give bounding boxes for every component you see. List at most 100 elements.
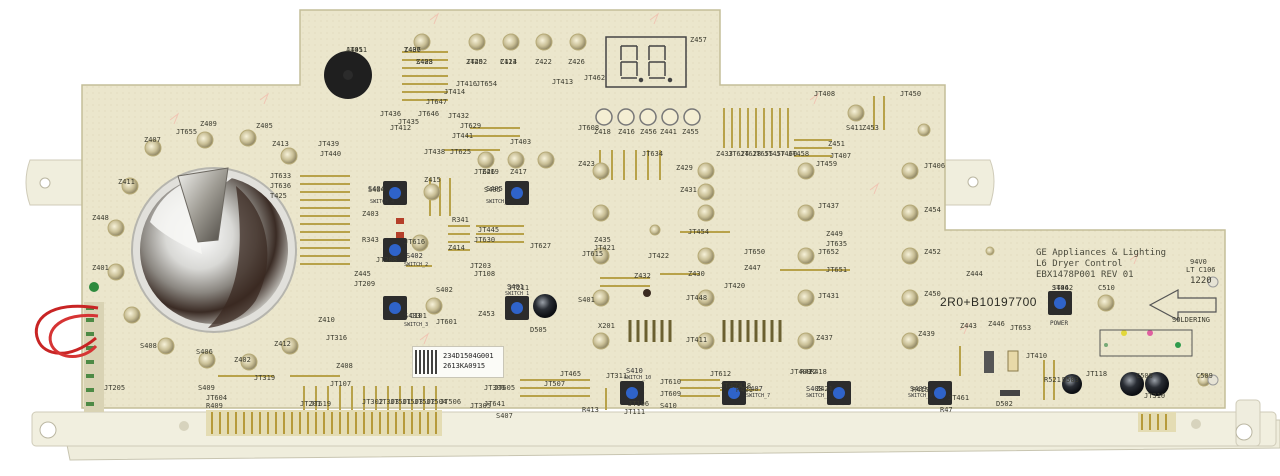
knob-pointer-flap (177, 167, 229, 243)
button-cap-s408[interactable] (833, 387, 845, 399)
refdes-jt118: JT118 (1086, 370, 1108, 378)
sticker-line-1: 234D1504G001 (443, 352, 494, 360)
refdes-z449: Z449 (826, 230, 843, 238)
refdes-jt504: JT504 (426, 398, 448, 406)
refdes-jt652: JT652 (818, 248, 840, 256)
refdes-jt462: JT462 (584, 74, 606, 82)
refdes-r521: R521 (1044, 376, 1061, 384)
refdes-z418: Z418 (594, 128, 611, 136)
button-ref-s404: S404 (368, 185, 385, 193)
button-label-s404: SWITCH_4 (370, 199, 395, 205)
refdes-jt412: JT412 (390, 124, 412, 132)
date-code: 1220 (1190, 276, 1212, 286)
refdes-z439: Z439 (918, 330, 935, 338)
refdes-t425: T425 (270, 192, 287, 200)
refdes-r341: R341 (452, 216, 469, 224)
button-label-s410: SWITCH_10 (624, 375, 652, 381)
led-row (595, 108, 701, 126)
diode (984, 351, 994, 373)
refdes-c509: C509 (1196, 372, 1213, 380)
button-cap-s407[interactable] (728, 387, 740, 399)
refdes-s401: S401 (578, 296, 595, 304)
button-cap-s405[interactable] (511, 187, 523, 199)
refdes-z410: Z410 (318, 316, 335, 324)
button-cap-s409[interactable] (934, 387, 946, 399)
refdes-jt629: JT629 (460, 122, 482, 130)
refdes-jt609: JT609 (660, 390, 682, 398)
button-label-s407: SWITCH_7 (746, 393, 771, 399)
refdes-s404: S404 (368, 186, 385, 194)
button-label-s408: SWITCH_8 (806, 393, 831, 399)
refdes-jt208: JT208 (376, 256, 398, 264)
refdes-r415: R415 (912, 386, 929, 394)
refdes-jt445: JT445 (478, 226, 500, 234)
refdes-jt440: JT440 (320, 150, 342, 158)
ul-sub: LT C106 (1186, 266, 1216, 274)
refdes-jt407: JT407 (830, 152, 852, 160)
refdes-z435: Z435 (594, 236, 611, 244)
refdes-z448: Z448 (92, 214, 109, 222)
refdes-z424: Z424 (500, 58, 517, 66)
refdes-z408: Z408 (336, 362, 353, 370)
refdes-jt107: JT107 (330, 380, 352, 388)
refdes-jt460: JT460 (776, 150, 798, 158)
button-cap-s402[interactable] (389, 244, 401, 256)
refdes-jt502: JT502 (414, 398, 436, 406)
button-ref-s406: S406 (1052, 284, 1069, 292)
resistor-networks (628, 320, 782, 342)
button-ref-s410: S410 (626, 367, 643, 375)
refdes-jt435: JT435 (398, 118, 420, 126)
button-ref-s407: S407 (746, 385, 763, 393)
seven-segment-display (605, 36, 687, 88)
refdes-z429: Z429 (676, 164, 693, 172)
refdes-r409: R409 (206, 402, 223, 410)
button-cap-s401[interactable] (511, 302, 523, 314)
refdes-jt458: JT458 (788, 150, 810, 158)
rotary-knob[interactable] (131, 167, 297, 333)
refdes-jt452: JT452 (466, 58, 488, 66)
refdes-jt655: JT655 (752, 150, 774, 158)
button-cap-s406[interactable] (1054, 297, 1066, 309)
sticker-line-2: 2613KA0915 (443, 362, 486, 370)
refdes-jt438: JT438 (424, 148, 446, 156)
refdes-r418: R418 (810, 368, 827, 376)
refdes-d505: D505 (530, 326, 547, 334)
refdes-jt310: JT310 (1144, 392, 1166, 400)
refdes-z455: Z455 (682, 128, 699, 136)
refdes-jt409: JT409 (790, 368, 812, 376)
refdes-z412: Z412 (274, 340, 291, 348)
refdes-z403: Z403 (362, 210, 379, 218)
refdes-jt615: JT615 (582, 250, 604, 258)
part-number: 2R0+B10197700 (940, 295, 1037, 309)
refdes-z420: Z420 (466, 58, 483, 66)
refdes-jt636: JT636 (270, 182, 292, 190)
refdes-jt619: JT619 (310, 400, 332, 408)
refdes-z415: Z415 (424, 176, 441, 184)
refdes-jt610: JT610 (660, 378, 682, 386)
refdes-jt201: JT201 (300, 400, 322, 408)
refdes-jt422: JT422 (648, 252, 670, 260)
refdes-jt459: JT459 (816, 160, 838, 168)
refdes-z405: Z405 (256, 122, 273, 130)
refdes-z406: Z406 (404, 46, 421, 54)
refdes-t437: T437 (404, 46, 421, 54)
refdes-z409: Z409 (200, 120, 217, 128)
refdes-z457: Z457 (690, 36, 707, 44)
refdes-jt311: JT311 (606, 372, 628, 380)
refdes-jt650: JT650 (744, 248, 766, 256)
refdes-z431: Z431 (680, 186, 697, 194)
refdes-z445: Z445 (354, 270, 371, 278)
button-cap-s403[interactable] (389, 302, 401, 314)
refdes-jt437: JT437 (818, 202, 840, 210)
refdes-jt406: JT406 (924, 162, 946, 170)
refdes-jt203: JT203 (470, 262, 492, 270)
button-cap-s410[interactable] (626, 387, 638, 399)
ul-mark: 94V0 (1190, 258, 1207, 266)
refdes-jt634: JT634 (642, 150, 664, 158)
refdes-jt627: JT627 (530, 242, 552, 250)
refdes-s402: S402 (436, 286, 453, 294)
green-led (89, 282, 99, 292)
refdes-z433: Z433 (716, 150, 733, 158)
button-cap-s404[interactable] (389, 187, 401, 199)
serial-sticker: 234D1504G001 2613KA0915 (412, 346, 504, 378)
